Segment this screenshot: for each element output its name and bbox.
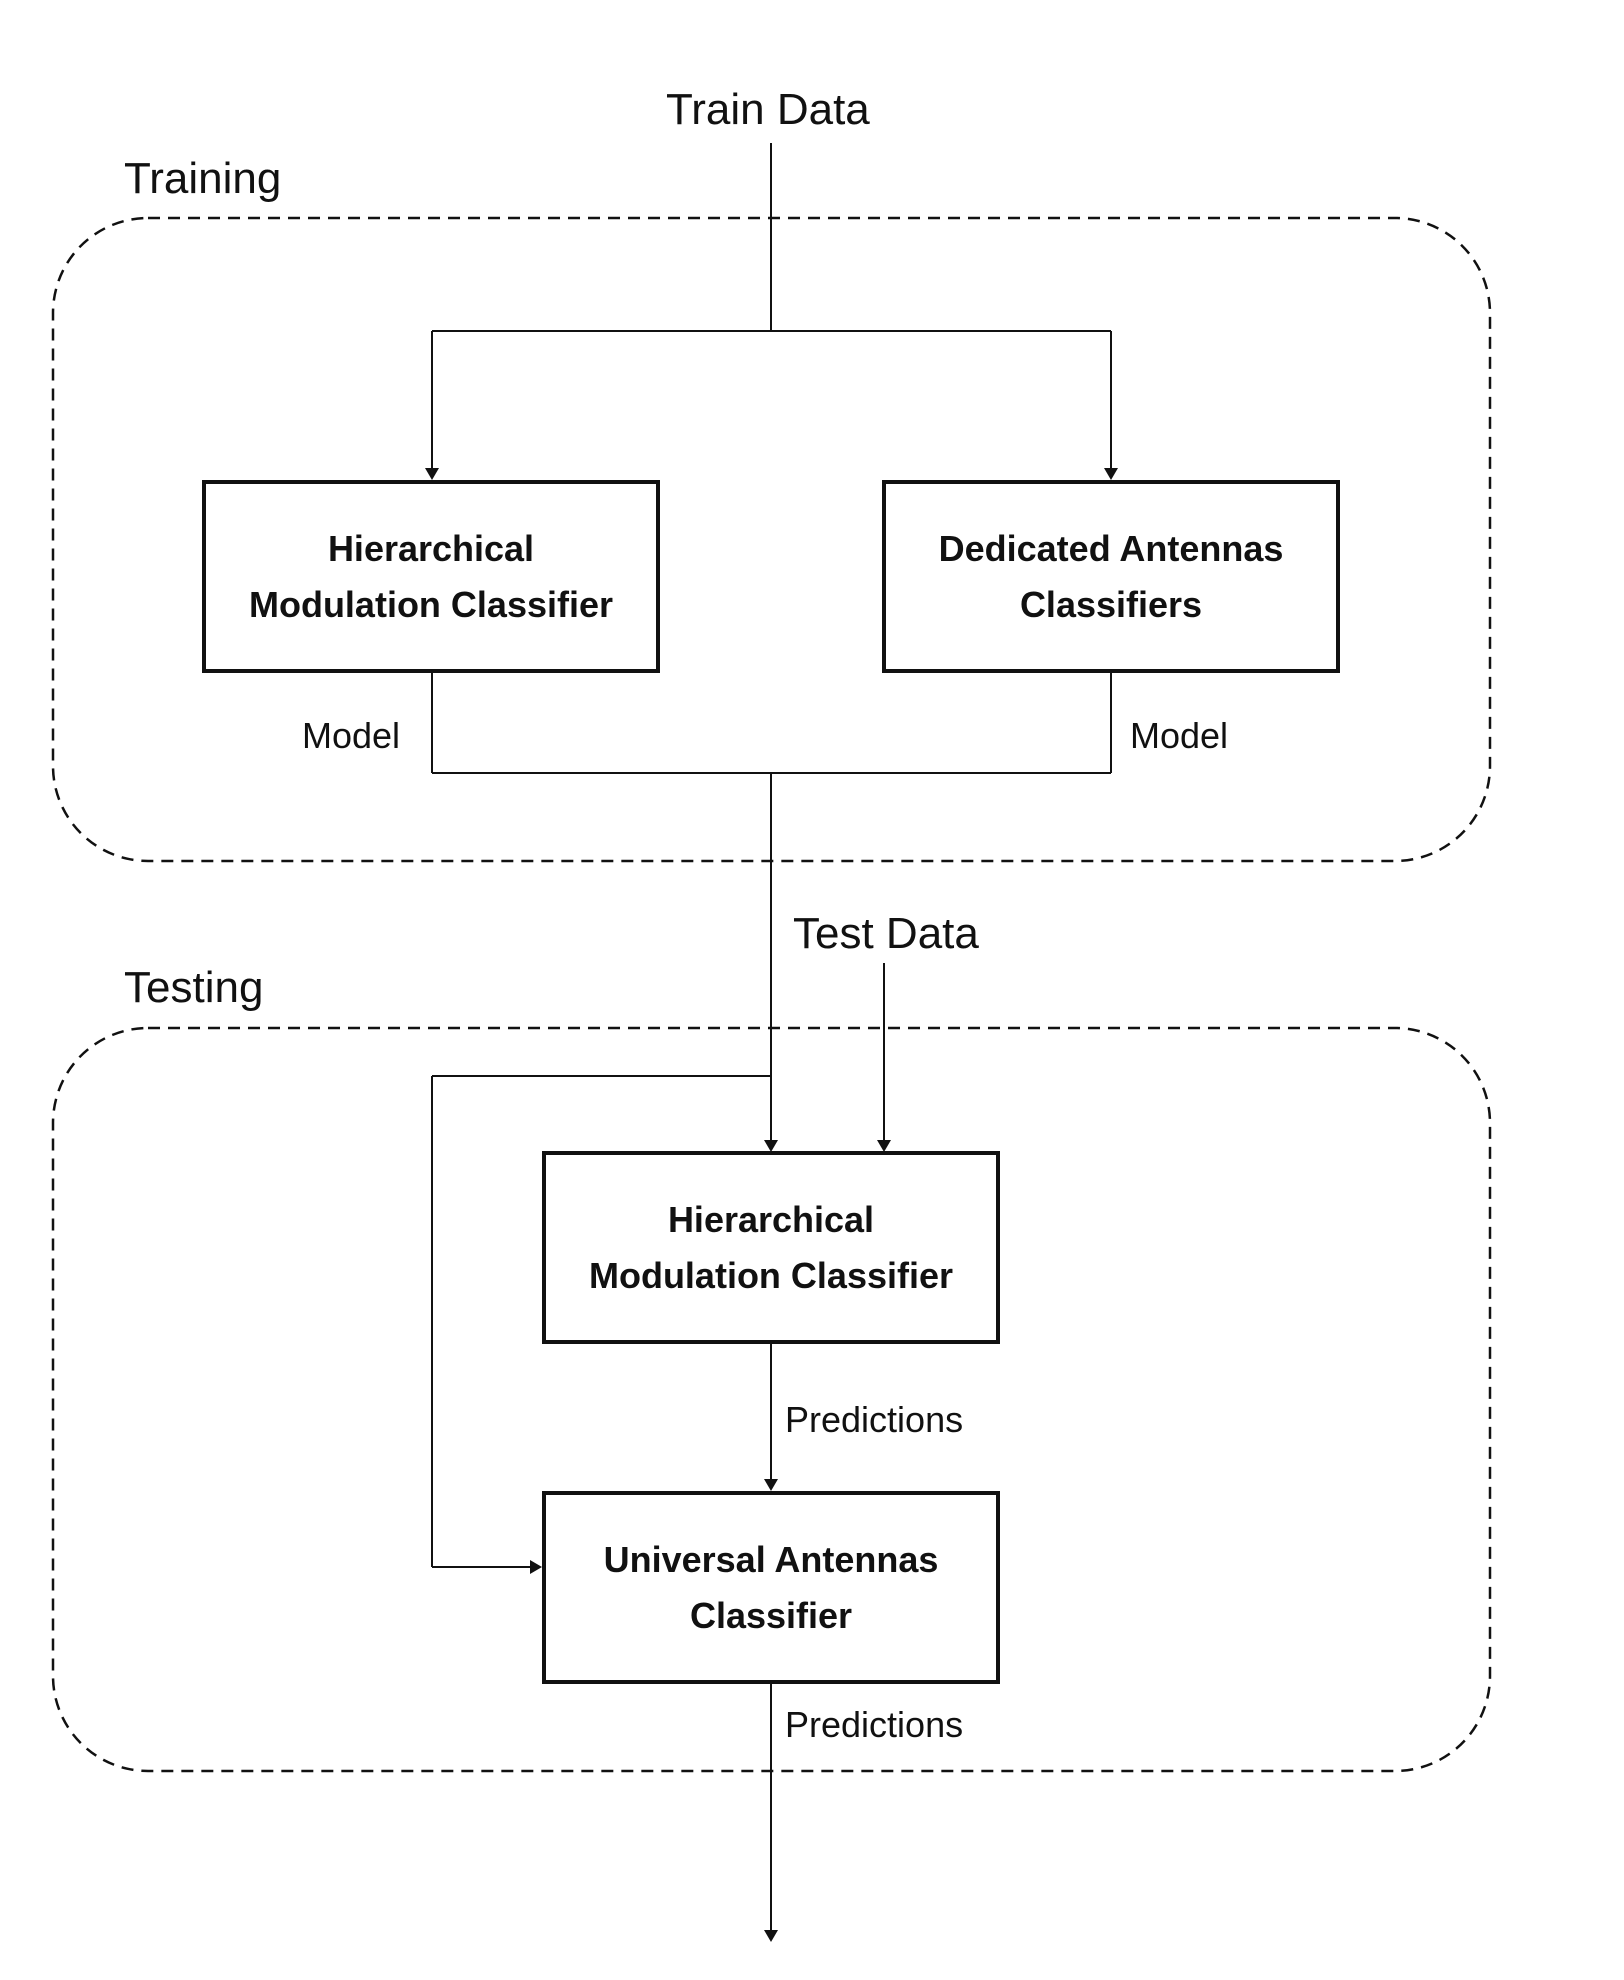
testing-section-title: Testing (124, 963, 264, 1012)
dedicated-line1: Dedicated Antennas (938, 527, 1284, 569)
predictions-out-label: Predictions (785, 1704, 964, 1745)
dedicated-line2: Classifiers (1019, 583, 1203, 625)
train-data-label: Train Data (666, 85, 870, 134)
hierarchical-testing-line1: Hierarchical (667, 1198, 875, 1240)
hierarchical-testing-line2: Modulation Classifier (588, 1254, 954, 1296)
hierarchical-classifier-box-training (202, 480, 660, 673)
model-right-label: Model (1130, 715, 1229, 756)
predictions-mid-label: Predictions (785, 1399, 964, 1440)
universal-line2: Classifier (689, 1594, 853, 1636)
dedicated-classifiers-label: Dedicated Antennas Classifiers (884, 482, 1338, 671)
hierarchical-training-line2: Modulation Classifier (248, 583, 614, 625)
universal-classifier-box (542, 1491, 1000, 1684)
training-section-title: Training (124, 154, 282, 203)
universal-classifier-label: Universal Antennas Classifier (544, 1493, 998, 1682)
model-left-label: Model (302, 715, 401, 756)
hierarchical-classifier-label-training: Hierarchical Modulation Classifier (204, 482, 658, 671)
hierarchical-training-line1: Hierarchical (327, 527, 535, 569)
dedicated-classifiers-box (882, 480, 1340, 673)
universal-line1: Universal Antennas (603, 1538, 939, 1580)
hierarchical-classifier-label-testing: Hierarchical Modulation Classifier (544, 1153, 998, 1342)
test-data-label: Test Data (793, 909, 979, 958)
hierarchical-classifier-box-testing (542, 1151, 1000, 1344)
